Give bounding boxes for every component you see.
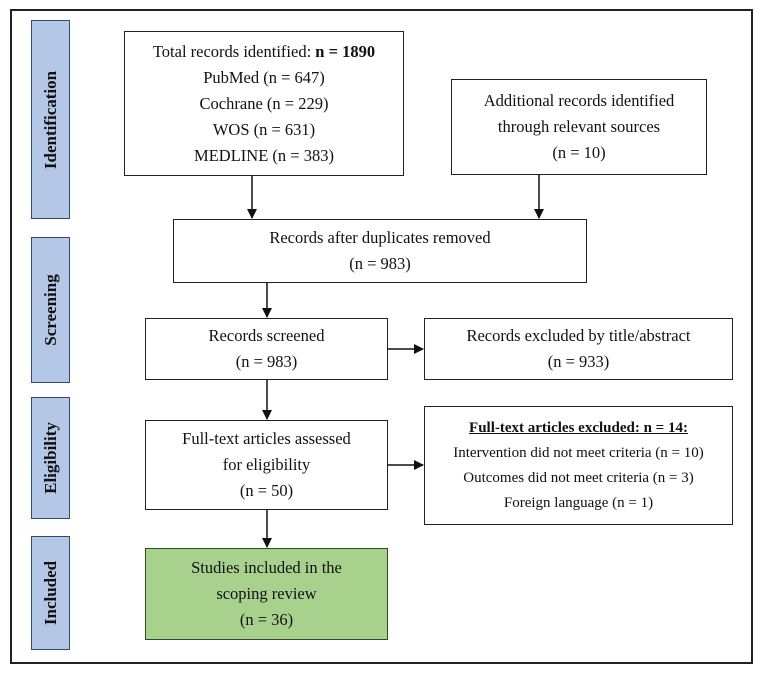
box-line: (n = 983)	[235, 352, 298, 371]
box-line: (n = 50)	[239, 481, 294, 500]
total-records-count: n = 1890	[315, 41, 376, 61]
box-line: (n = 36)	[239, 610, 294, 629]
box-line: (n = 983)	[349, 254, 411, 273]
source-item: WOS (n = 631)	[212, 119, 316, 139]
phase-screening: Screening	[31, 237, 70, 383]
source-item: Cochrane (n = 229)	[199, 93, 329, 113]
phase-included: Included	[31, 536, 70, 650]
additional-records-box: Additional records identified through re…	[451, 79, 707, 175]
records-screened-box: Records screened (n = 983)	[145, 318, 388, 380]
exclusion-reason: Foreign language (n = 1)	[503, 494, 654, 511]
fulltext-excluded-heading: Full-text articles excluded: n = 14:	[469, 419, 688, 436]
box-line: Records screened	[208, 326, 325, 345]
fulltext-assessed-box: Full-text articles assessed for eligibil…	[145, 420, 388, 510]
phase-eligibility: Eligibility	[31, 397, 70, 519]
box-line: scoping review	[216, 584, 317, 603]
box-line: Records after duplicates removed	[269, 228, 491, 247]
box-line: Full-text articles assessed	[182, 429, 351, 448]
box-line: Records excluded by title/abstract	[466, 326, 691, 345]
source-item: MEDLINE (n = 383)	[194, 145, 334, 165]
box-line: for eligibility	[222, 455, 311, 474]
duplicates-removed-box: Records after duplicates removed (n = 98…	[173, 219, 587, 283]
box-line: Studies included in the	[191, 558, 342, 577]
source-item: PubMed (n = 647)	[203, 67, 325, 87]
box-line: Additional records identified	[483, 91, 675, 110]
fulltext-excluded-box: Full-text articles excluded: n = 14: Int…	[424, 406, 733, 525]
total-records-heading: Total records identified: n = 1890	[152, 41, 376, 61]
box-line: (n = 933)	[547, 352, 610, 371]
box-line: (n = 10)	[552, 143, 606, 162]
phase-identification: Identification	[31, 20, 70, 219]
records-excluded-box: Records excluded by title/abstract (n = …	[424, 318, 733, 380]
exclusion-reason: Intervention did not meet criteria (n = …	[453, 444, 704, 461]
total-records-box: Total records identified: n = 1890 PubMe…	[124, 31, 404, 176]
box-line: through relevant sources	[497, 117, 661, 136]
exclusion-reason: Outcomes did not meet criteria (n = 3)	[463, 469, 694, 486]
studies-included-box: Studies included in the scoping review (…	[145, 548, 388, 640]
